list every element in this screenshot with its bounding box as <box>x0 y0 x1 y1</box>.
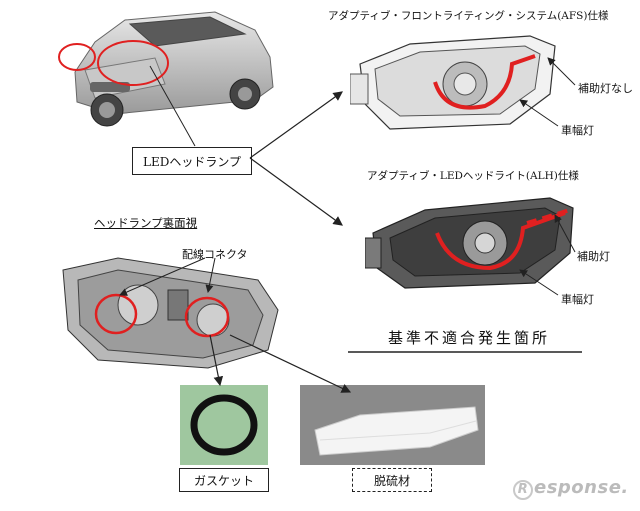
brand-logo-text: esponse. <box>534 477 629 498</box>
gasket-box: ガスケット <box>179 468 269 492</box>
nonconformity-label: 基準不適合発生箇所 <box>388 329 551 347</box>
led-headlamp-box: LEDヘッドランプ <box>132 147 252 175</box>
desulfurizer-photo <box>300 385 485 465</box>
aux-lamp-label: 補助灯 <box>577 250 610 263</box>
led-headlamp-label: LEDヘッドランプ <box>143 154 241 169</box>
afs-headlamp-image <box>350 35 556 130</box>
brand-logo-mark: R <box>513 480 533 500</box>
afs-spec-title: アダプティブ・フロントライティング・システム(AFS)仕様 <box>328 10 609 22</box>
side-lamp-label-1: 車幅灯 <box>561 124 594 137</box>
connector-circles <box>94 293 230 338</box>
connector-label: 配線コネクタ <box>182 248 248 261</box>
alh-headlamp-image <box>365 197 574 289</box>
no-aux-lamp-label: 補助灯なし <box>578 82 633 95</box>
gasket-photo <box>180 385 268 465</box>
side-lamp-label-2: 車幅灯 <box>561 293 594 306</box>
rear-view-title: ヘッドランプ裏面視 <box>94 216 198 230</box>
car-illustration <box>74 11 274 127</box>
desulfurizer-label: 脱硫材 <box>373 473 410 488</box>
car-headlamp-circles <box>58 40 169 86</box>
gasket-label: ガスケット <box>193 473 254 488</box>
desulfurizer-box: 脱硫材 <box>352 468 432 492</box>
alh-spec-title: アダプティブ・LEDヘッドライト(ALH)仕様 <box>367 170 579 182</box>
